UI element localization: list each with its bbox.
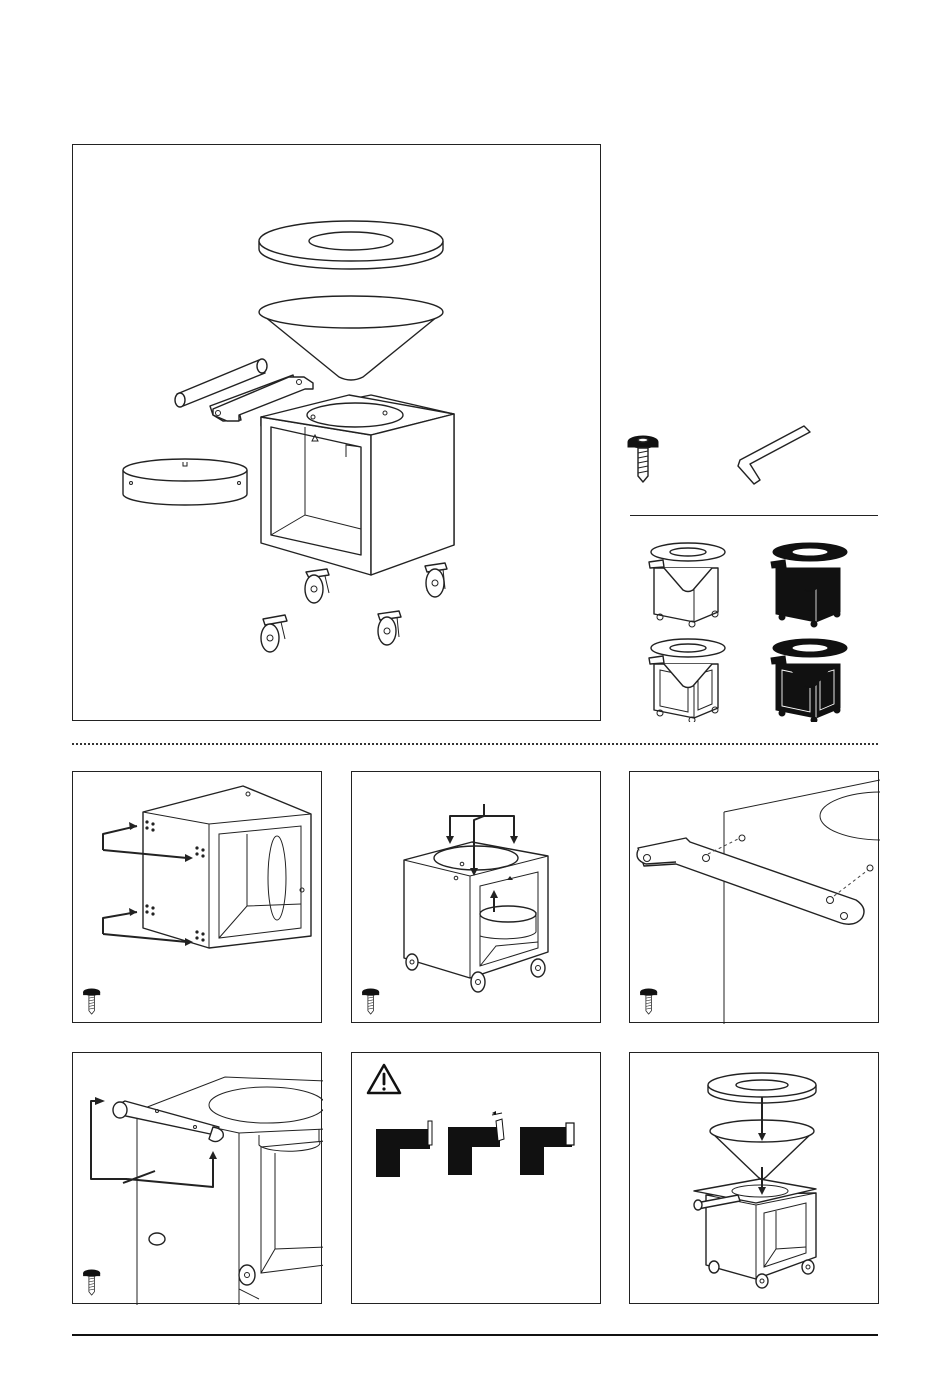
divider-line	[630, 515, 878, 516]
step-6-panel	[629, 1052, 879, 1304]
rim-plate	[259, 221, 443, 269]
step-3-panel	[629, 771, 879, 1023]
hex-key-icon	[738, 426, 810, 484]
warning-icon	[368, 1065, 400, 1093]
fixed-caster	[425, 563, 447, 597]
screw-icon	[640, 989, 657, 1014]
screw-icon	[83, 1270, 100, 1295]
profile-step-b	[448, 1111, 504, 1175]
step-2-panel	[351, 771, 601, 1023]
step-1-panel	[72, 771, 322, 1023]
variant-black-open	[771, 639, 847, 722]
cube-base	[261, 395, 454, 575]
dotted-separator	[72, 743, 878, 745]
cone-bowl	[259, 296, 443, 380]
variants-section	[640, 532, 880, 722]
screw-icon	[83, 989, 100, 1014]
variant-white-closed	[649, 543, 725, 627]
ash-tray	[123, 459, 247, 505]
step-5-panel	[351, 1052, 601, 1304]
profile-step-a	[376, 1121, 432, 1177]
profile-step-c	[520, 1123, 574, 1175]
variant-black-closed	[771, 543, 847, 627]
swivel-caster	[261, 615, 287, 652]
step-4-panel	[72, 1052, 322, 1304]
bottom-rule	[72, 1334, 878, 1336]
screw-icon	[362, 989, 379, 1014]
fixed-caster	[378, 611, 401, 645]
hardware-section	[620, 420, 880, 520]
screw-icon	[628, 436, 658, 482]
swivel-caster	[305, 569, 329, 603]
exploded-view-panel	[72, 144, 601, 721]
variant-white-open	[649, 639, 725, 722]
